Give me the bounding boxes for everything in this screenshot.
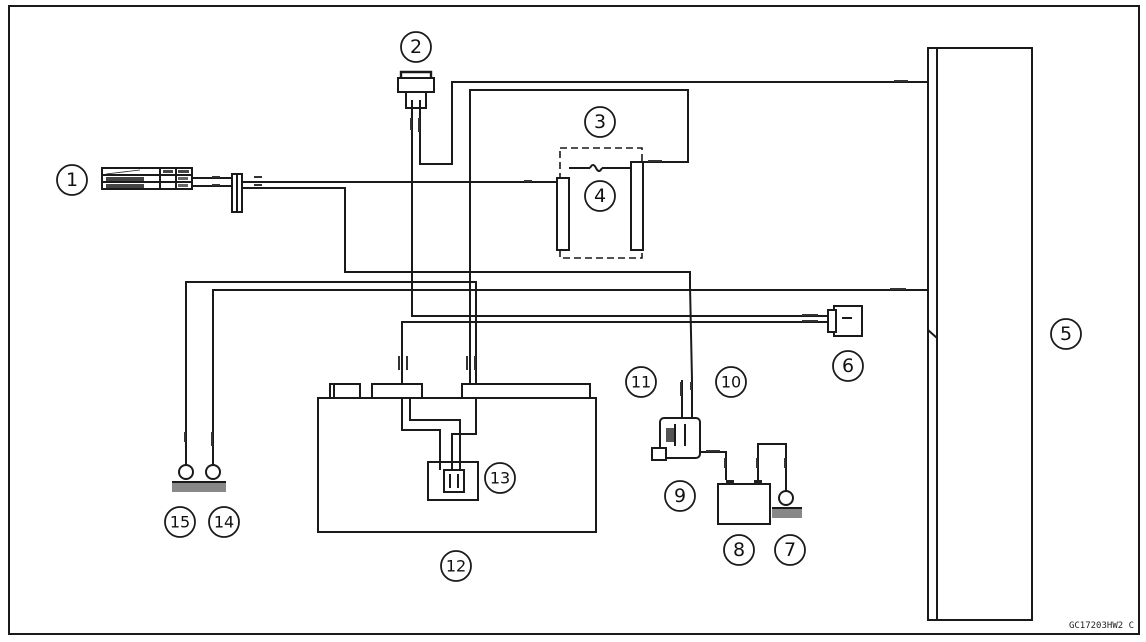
callout-7: 7 <box>774 534 806 566</box>
component-12-control-unit <box>317 383 597 533</box>
callout-15: 15 <box>164 506 196 538</box>
callout-6-label: 6 <box>842 355 854 377</box>
callout-3-label: 3 <box>594 111 606 133</box>
ground-14 <box>205 464 221 480</box>
callout-1: 1 <box>56 164 88 196</box>
callout-10-label: 10 <box>721 373 741 392</box>
callout-4-label: 4 <box>594 185 606 207</box>
ground-7 <box>772 490 802 518</box>
callout-5-label: 5 <box>1060 323 1072 345</box>
callout-5: 5 <box>1050 318 1082 350</box>
callout-9: 9 <box>664 480 696 512</box>
component-5-module <box>927 47 1033 621</box>
reference-code: GC17203HW2 C <box>1069 621 1134 631</box>
callout-10: 10 <box>715 366 747 398</box>
wire-color-labels <box>184 80 908 468</box>
callout-9-label: 9 <box>674 485 686 507</box>
callout-2-label: 2 <box>410 36 422 58</box>
diagram-border <box>8 5 1140 635</box>
component-2-sensor <box>397 70 435 109</box>
callout-11: 11 <box>625 366 657 398</box>
wiring-harness <box>185 81 928 491</box>
switch-connector <box>231 173 243 213</box>
callout-4: 4 <box>584 180 616 212</box>
component-6-connector <box>827 305 863 337</box>
callout-13: 13 <box>484 462 516 494</box>
callout-14: 14 <box>208 506 240 538</box>
component-9-unit <box>651 417 701 461</box>
callout-2: 2 <box>400 31 432 63</box>
callout-3: 3 <box>584 106 616 138</box>
callout-1-label: 1 <box>66 169 78 191</box>
component-8-battery <box>717 480 771 525</box>
component-3-relay <box>556 147 644 259</box>
ground-15 <box>172 464 226 492</box>
callout-8: 8 <box>723 534 755 566</box>
component-1-switch-table <box>101 167 193 190</box>
callout-15-label: 15 <box>170 513 190 532</box>
callout-12: 12 <box>440 550 472 582</box>
callout-11-label: 11 <box>631 373 651 392</box>
callout-6: 6 <box>832 350 864 382</box>
callout-13-label: 13 <box>490 469 510 488</box>
callout-8-label: 8 <box>733 539 745 561</box>
callout-12-label: 12 <box>446 557 466 576</box>
callout-7-label: 7 <box>784 539 796 561</box>
callout-14-label: 14 <box>214 513 234 532</box>
